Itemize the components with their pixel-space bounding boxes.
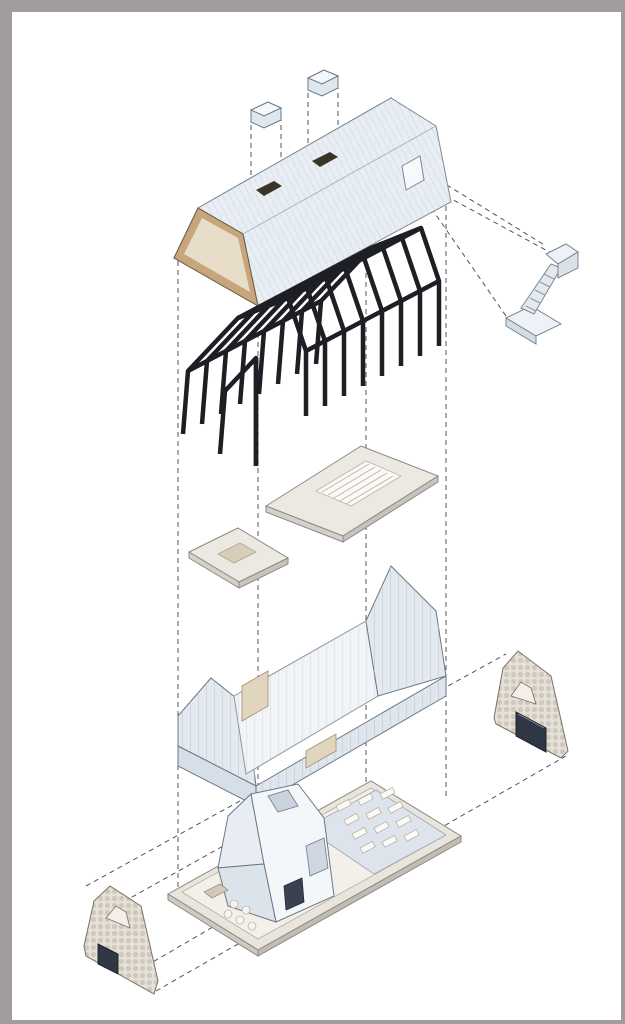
stair-icon bbox=[504, 243, 579, 345]
diagram-canvas bbox=[12, 12, 621, 1020]
slab-icon bbox=[264, 445, 440, 543]
skylight-icon bbox=[249, 69, 340, 129]
gable-roof-icon bbox=[172, 96, 452, 307]
frame-icon bbox=[180, 225, 442, 466]
floor-plan-icon bbox=[167, 780, 462, 957]
facade-icon bbox=[177, 565, 447, 807]
gable-wall-icon bbox=[83, 885, 159, 995]
exploded-axonometric-diagram bbox=[83, 69, 579, 995]
gable-wall-icon bbox=[493, 650, 569, 759]
slab-icon bbox=[187, 527, 290, 589]
